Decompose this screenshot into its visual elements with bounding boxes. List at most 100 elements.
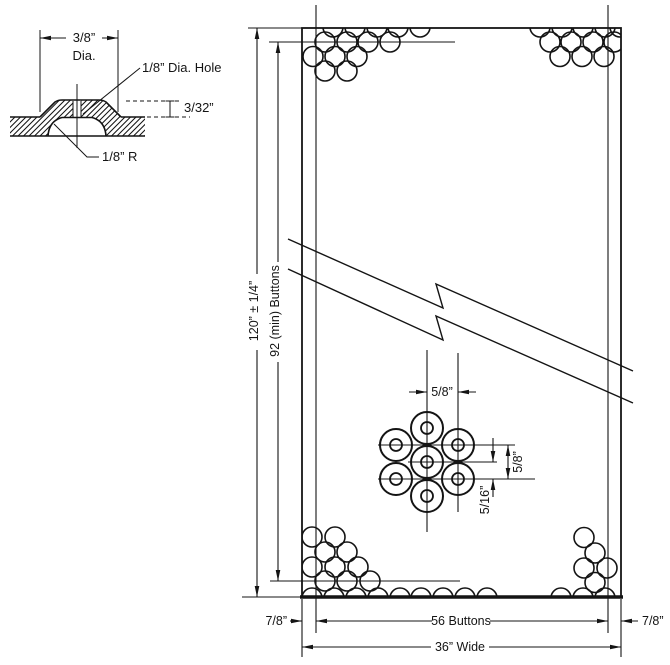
button [336, 60, 358, 82]
arrowhead [416, 389, 427, 395]
button [387, 28, 409, 38]
panel-outline [301, 27, 622, 598]
button [603, 31, 621, 53]
button-hole [451, 472, 465, 486]
hatched-material [10, 100, 145, 136]
button [409, 28, 431, 38]
button [314, 570, 336, 592]
button-outer [410, 411, 444, 445]
dome-profile [39, 99, 122, 118]
dome-radius-label: 1/8” R [102, 149, 137, 164]
arrowhead [597, 618, 608, 624]
button-hole [389, 472, 403, 486]
arrowhead [275, 570, 281, 581]
height-bracket [165, 100, 175, 118]
arrowhead [302, 644, 313, 650]
button [582, 31, 604, 53]
button [573, 557, 595, 579]
row-offset-dimension: 5/16” [478, 486, 492, 515]
panel-height-dimension: 120” ± 1/4” [247, 281, 261, 341]
button [323, 587, 345, 597]
label-mask [244, 274, 260, 350]
button [336, 31, 358, 53]
horizontal-spacing-dimension: 5/8” [431, 385, 453, 399]
button-columns-dimension: 56 Buttons [431, 614, 491, 628]
arrowhead [505, 445, 511, 456]
break-line-upper [287, 238, 634, 372]
button-hole [389, 438, 403, 452]
arrowhead [610, 644, 621, 650]
dome-diameter-word: Dia. [72, 48, 95, 63]
button-outer [441, 462, 475, 496]
button-outer [441, 428, 475, 462]
button-outer [410, 445, 444, 479]
hole-diameter-label: 1/8” Dia. Hole [142, 60, 221, 75]
button [302, 45, 324, 68]
arrowhead [505, 468, 511, 479]
button [550, 587, 572, 597]
arrowhead [275, 42, 281, 53]
hole-walls [72, 101, 82, 118]
button [367, 587, 389, 597]
button [573, 526, 595, 549]
button-outer [410, 479, 444, 513]
arrowhead [254, 28, 260, 39]
button [572, 28, 594, 38]
top-extension-lines [248, 27, 455, 43]
button [346, 45, 368, 68]
button [596, 557, 618, 579]
left-margin-dimension: 7/8” [265, 614, 287, 628]
button [584, 542, 606, 564]
button [357, 31, 379, 53]
button-outer [379, 428, 413, 462]
arrowhead [291, 618, 302, 624]
button [345, 587, 367, 597]
button [454, 587, 476, 597]
height-reference-dashes [126, 100, 190, 118]
vertical-spacing-dimension: 5/8” [511, 451, 525, 473]
panel-drawing: 120” ± 1/4” 92 (min) Buttons 5/8” 5/8” 5… [40, 5, 664, 657]
button [572, 587, 594, 597]
arrowhead [107, 35, 118, 41]
button [314, 541, 336, 563]
corner-button-clusters [302, 28, 621, 597]
arrowhead [490, 479, 496, 490]
dome-diameter-label: 3/8” [73, 30, 95, 45]
cluster-center-lines [378, 350, 535, 532]
dia-extension-lines [39, 30, 119, 112]
panel-width-dimension: 36” Wide [435, 640, 485, 654]
button [302, 526, 323, 548]
right-margin-dimension: 7/8” [642, 614, 664, 628]
arrowhead [490, 451, 496, 462]
button-hole [420, 455, 434, 469]
radius-leader-line [53, 123, 99, 158]
button-column-extension-lines [315, 5, 609, 633]
button [410, 587, 432, 597]
button [539, 31, 561, 53]
arrowhead [316, 618, 327, 624]
button-rows-dimension: 92 (min) Buttons [268, 265, 282, 357]
button [324, 45, 346, 68]
button [549, 45, 571, 68]
button [302, 587, 323, 597]
button [302, 556, 323, 578]
label-mask [266, 262, 282, 362]
arrowhead [254, 586, 260, 597]
button [324, 556, 346, 578]
button [336, 570, 358, 592]
button [571, 45, 593, 68]
button [347, 556, 369, 578]
button-hole [420, 489, 434, 503]
button [594, 587, 616, 597]
button-hole [451, 438, 465, 452]
hole-leader-line [82, 67, 141, 115]
button [432, 587, 454, 597]
button [324, 526, 346, 548]
button [584, 571, 606, 594]
button [389, 587, 411, 597]
button [609, 28, 621, 38]
arrowhead [40, 35, 51, 41]
button [476, 587, 498, 597]
